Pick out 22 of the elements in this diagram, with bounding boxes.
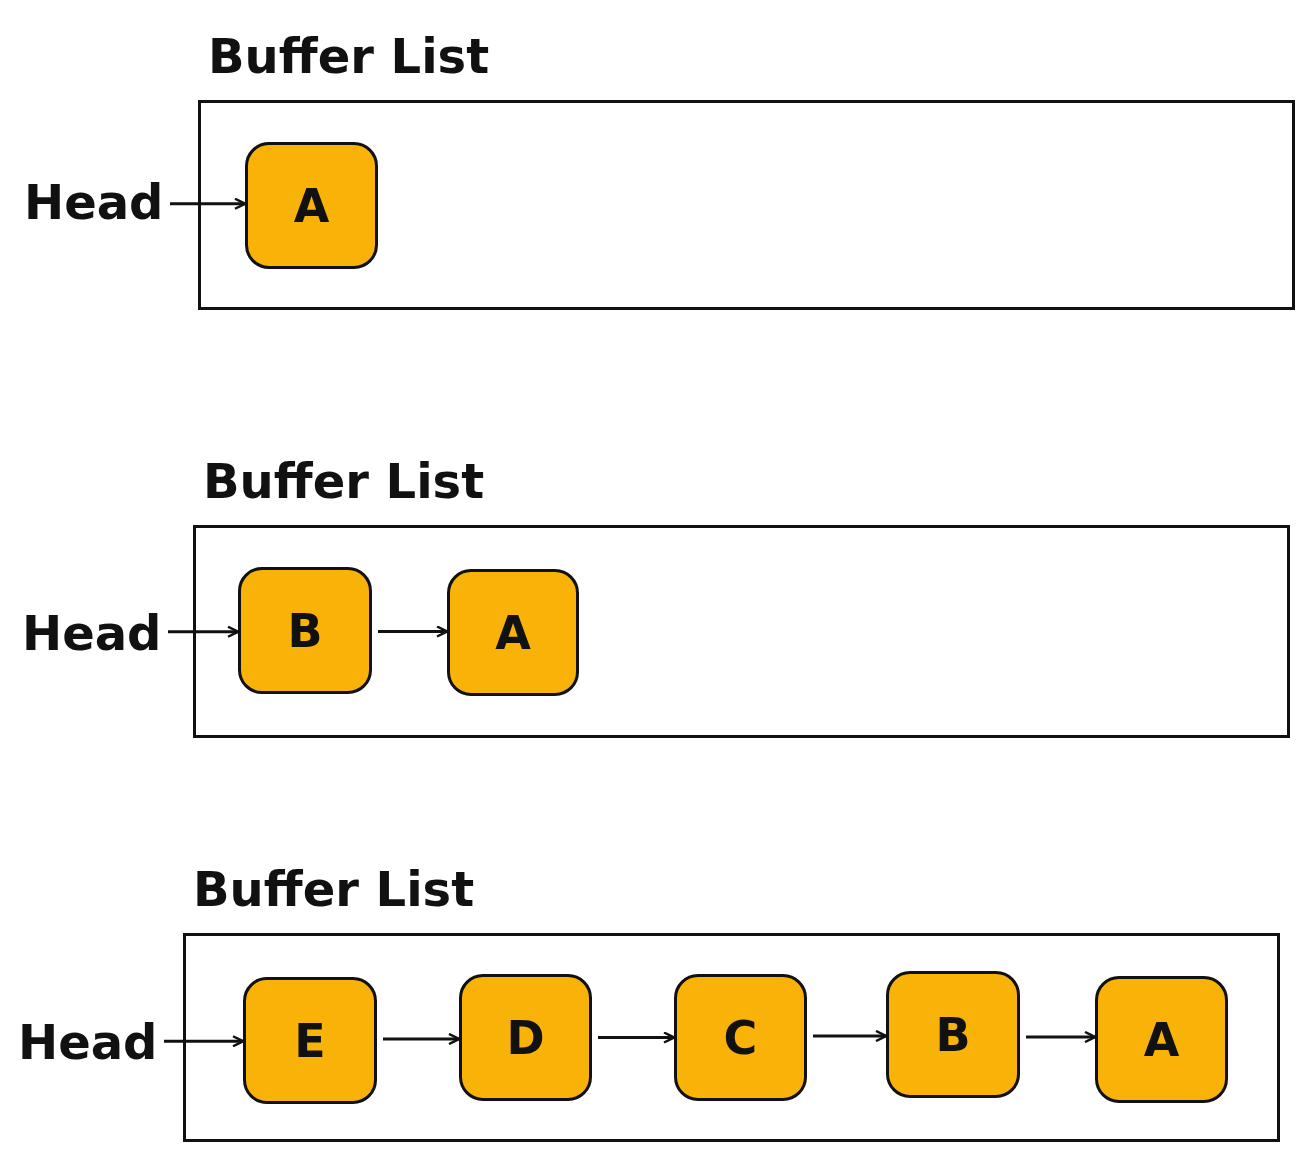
list-heading: Buffer List (203, 453, 485, 509)
arrow (168, 625, 240, 638)
pointer-label: Head (18, 1014, 158, 1070)
arrow (598, 1031, 676, 1044)
arrow (170, 197, 247, 210)
arrow (164, 1035, 245, 1048)
buffer-node: C (674, 974, 807, 1101)
buffer-node: D (459, 974, 592, 1101)
pointer-label: Head (22, 605, 162, 661)
arrow (813, 1029, 888, 1043)
buffer-node: B (886, 971, 1020, 1098)
arrow (383, 1032, 461, 1046)
arrow (1026, 1030, 1097, 1044)
arrow (378, 625, 449, 638)
buffer-node: A (245, 142, 378, 269)
list-heading: Buffer List (208, 28, 490, 84)
buffer-node: A (1095, 976, 1228, 1103)
buffer-node: E (243, 977, 377, 1104)
pointer-label: Head (24, 174, 164, 230)
buffer-node: A (447, 569, 579, 696)
list-heading: Buffer List (193, 861, 475, 917)
buffer-node: B (238, 567, 372, 694)
